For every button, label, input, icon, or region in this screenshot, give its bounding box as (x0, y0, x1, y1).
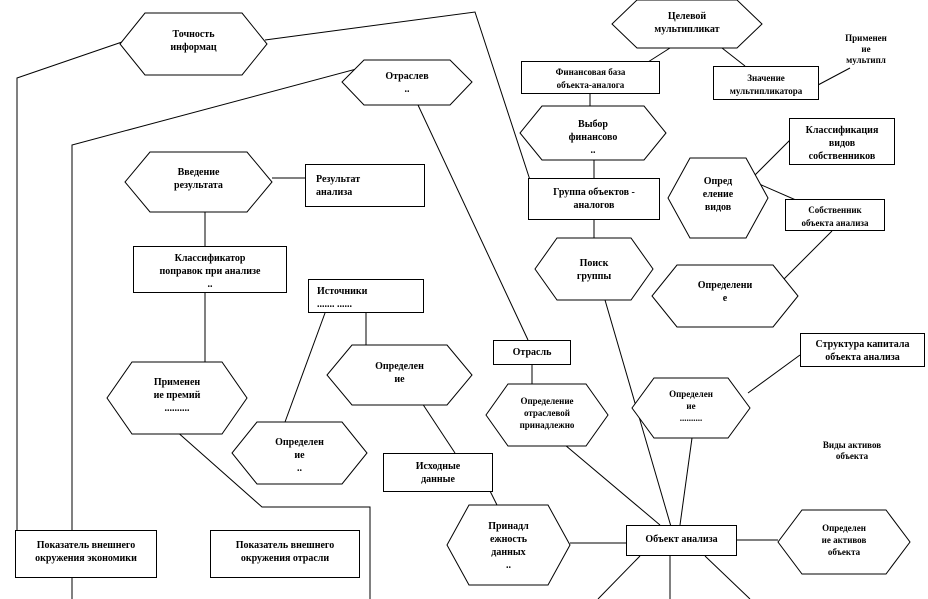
hex-define-center: Определен ие .......... (631, 377, 751, 439)
connector (417, 104, 529, 341)
connector (817, 67, 851, 86)
connector (421, 402, 456, 454)
box-industry-indicator: Показатель внешнего окружения отрасли (210, 530, 360, 578)
hex-result-intro: Введение результата (124, 151, 273, 213)
hex-data-belonging: Принадл ежность данных .. (446, 504, 571, 586)
hex-group-search: Поиск группы (534, 237, 654, 301)
box-source-data: Исходные данные (383, 453, 493, 492)
box-industry: Отрасль (493, 340, 571, 365)
hex-define-assets: Определен ие активов объекта (777, 509, 911, 575)
connector (174, 429, 371, 599)
hex-define-right: Определени е (651, 264, 799, 328)
hex-finance-choice: Выбор финансово .. (519, 105, 667, 161)
connector (284, 312, 326, 423)
box-economy-indicator: Показатель внешнего окружения экономики (15, 530, 157, 578)
connector (264, 11, 531, 181)
connector (777, 230, 833, 286)
connector (71, 59, 391, 599)
connector (489, 490, 498, 506)
connector (597, 555, 641, 599)
hex-target-multiplier: Целевой мультипликат (611, 0, 763, 49)
box-financial-base: Финансовая база объекта-аналога (521, 61, 660, 94)
connector (747, 354, 801, 394)
box-owner-classification: Классификация видов собственников (789, 118, 895, 165)
box-multiplier-value: Значение мультипликатора (713, 66, 819, 100)
hex-industry-top: Отраслев .. (341, 59, 473, 106)
hex-info-accuracy: Точность информац (119, 12, 268, 76)
box-analog-group: Группа объектов - аналогов (528, 178, 660, 220)
box-owner-object: Собственник объекта анализа (785, 199, 885, 231)
box-adjustment-classifier: Классификатор поправок при анализе .. (133, 246, 287, 293)
box-result-text: Результат анализа (305, 164, 425, 207)
connector (679, 437, 693, 526)
connector (721, 47, 746, 67)
hex-define-types: Опред еление видов (667, 157, 769, 239)
hex-apply-premium: Применен ие премий .......... (106, 361, 248, 435)
box-capital-structure: Структура капитала объекта анализа (800, 333, 925, 367)
hex-industry-belonging: Определение отраслевой принадлежно (485, 383, 609, 447)
connector (749, 139, 791, 181)
connector (564, 444, 661, 526)
note-multiplier-application: Применен ие мультипл (845, 33, 887, 65)
hex-define-bottom-left: Определен ие .. (231, 421, 368, 485)
connector (647, 47, 671, 63)
box-sources: Источники ....... ...... (308, 279, 424, 313)
connector (16, 41, 123, 530)
note-asset-types: Виды активов объекта (822, 440, 882, 461)
hex-define-mid: Определен ие (326, 344, 473, 406)
box-analysis-object: Объект анализа (626, 525, 737, 556)
connector (704, 555, 751, 599)
